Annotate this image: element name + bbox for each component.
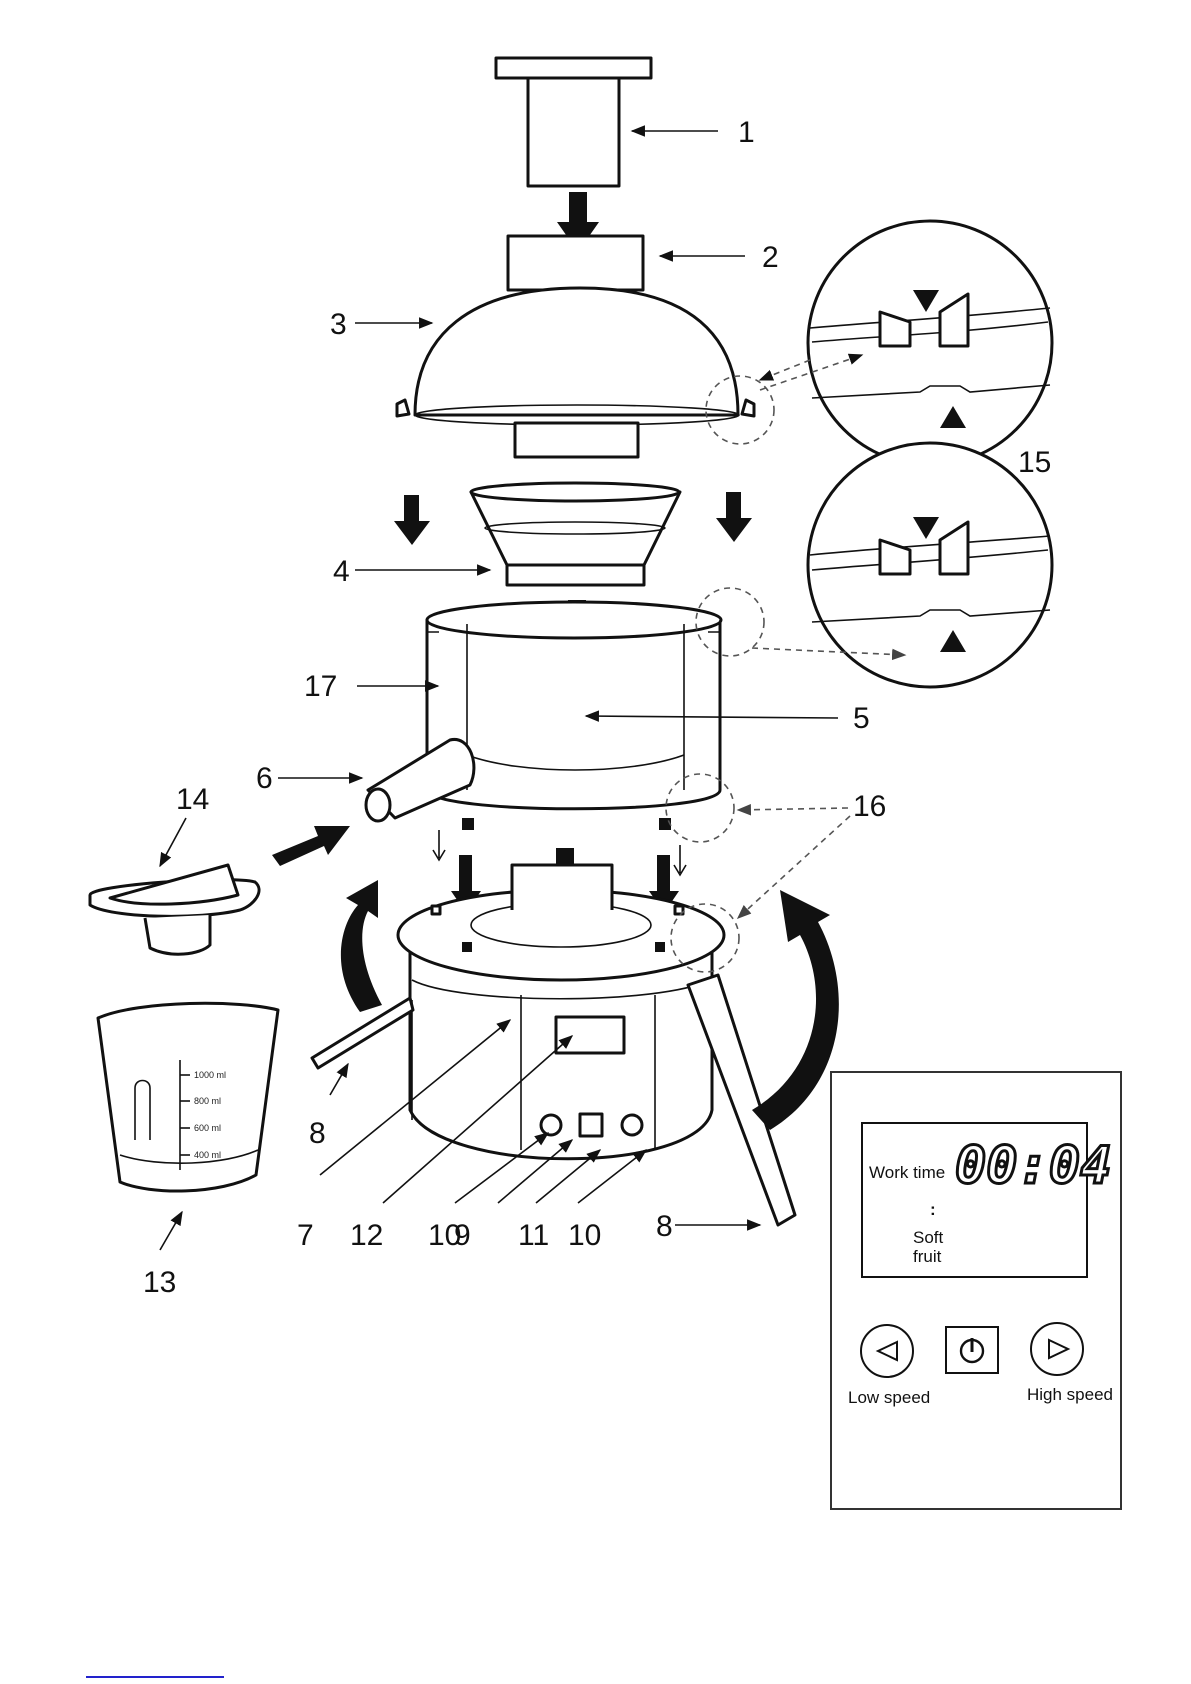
- label-9: 9: [454, 1219, 471, 1252]
- scale-800: 800 ml: [194, 1096, 221, 1106]
- label-1: 1: [738, 116, 755, 149]
- label-15: 15: [1018, 446, 1051, 479]
- control-panel-detail: Work time 00:04 : Soft fruit Low speed H…: [830, 1071, 1122, 1510]
- label-11: 11: [518, 1219, 549, 1252]
- detail-circle-bottom: [806, 441, 1054, 689]
- high-speed-button[interactable]: [1030, 1322, 1084, 1376]
- detail-circle-top: [758, 219, 1054, 467]
- arrow-down-icon: [394, 495, 430, 545]
- right-triangle-icon: [1048, 1338, 1071, 1360]
- scale-400: 400 ml: [194, 1150, 221, 1160]
- label-16: 16: [853, 790, 886, 823]
- motor-base: [396, 863, 726, 1161]
- locking-arm-left: [310, 996, 415, 1070]
- pusher: [494, 56, 653, 188]
- label-17: 17: [304, 670, 337, 703]
- mode-indicator: :: [930, 1200, 936, 1219]
- citrus-cone: [88, 863, 261, 956]
- detail-marker-16a: [665, 773, 735, 843]
- label-5: 5: [853, 702, 870, 735]
- hollow-arrow-icon: [432, 830, 446, 862]
- label-10-left: 10: [428, 1219, 461, 1252]
- label-10-right: 10: [568, 1219, 601, 1252]
- jug-scale: 1000 ml 800 ml 600 ml 400 ml: [180, 1070, 226, 1160]
- detail-marker-lid: [705, 375, 775, 445]
- label-8-left: 8: [309, 1117, 326, 1150]
- label-8-right: 8: [656, 1210, 673, 1243]
- curved-arrow-icon: [752, 890, 839, 1130]
- label-14: 14: [176, 783, 209, 816]
- arrow-down-icon: [716, 492, 752, 542]
- timer-display: 00:04: [955, 1136, 1112, 1196]
- label-12: 12: [350, 1219, 383, 1252]
- label-2: 2: [762, 241, 779, 274]
- filter-basket: [469, 481, 682, 587]
- label-6: 6: [256, 762, 273, 795]
- work-time-label: Work time: [869, 1163, 945, 1182]
- detail-marker-bowl: [695, 587, 765, 657]
- thick-arrow-icon: [272, 826, 350, 866]
- scale-600: 600 ml: [194, 1123, 221, 1133]
- footer-link-underline[interactable]: [86, 1676, 224, 1678]
- locking-arm-right: [686, 973, 797, 1227]
- low-speed-label: Low speed: [848, 1388, 930, 1407]
- detail-marker-16b: [670, 903, 740, 973]
- mode-label-soft: Soft: [913, 1228, 944, 1247]
- juice-spout: [364, 738, 476, 823]
- low-speed-button[interactable]: [860, 1324, 914, 1378]
- scale-1000: 1000 ml: [194, 1070, 226, 1080]
- connector-peg: [462, 818, 474, 830]
- lid: [395, 234, 756, 459]
- high-speed-label: High speed: [1027, 1385, 1113, 1404]
- hollow-arrow-icon: [673, 845, 687, 877]
- curved-arrow-icon: [340, 880, 382, 1012]
- left-triangle-icon: [875, 1340, 898, 1362]
- label-3: 3: [330, 308, 347, 341]
- power-button[interactable]: [945, 1326, 999, 1374]
- measuring-jug: 1000 ml 800 ml 600 ml 400 ml: [96, 1001, 280, 1193]
- label-4: 4: [333, 555, 350, 588]
- label-7: 7: [297, 1219, 314, 1252]
- label-13: 13: [143, 1266, 176, 1299]
- mode-label-fruit: fruit: [913, 1247, 942, 1266]
